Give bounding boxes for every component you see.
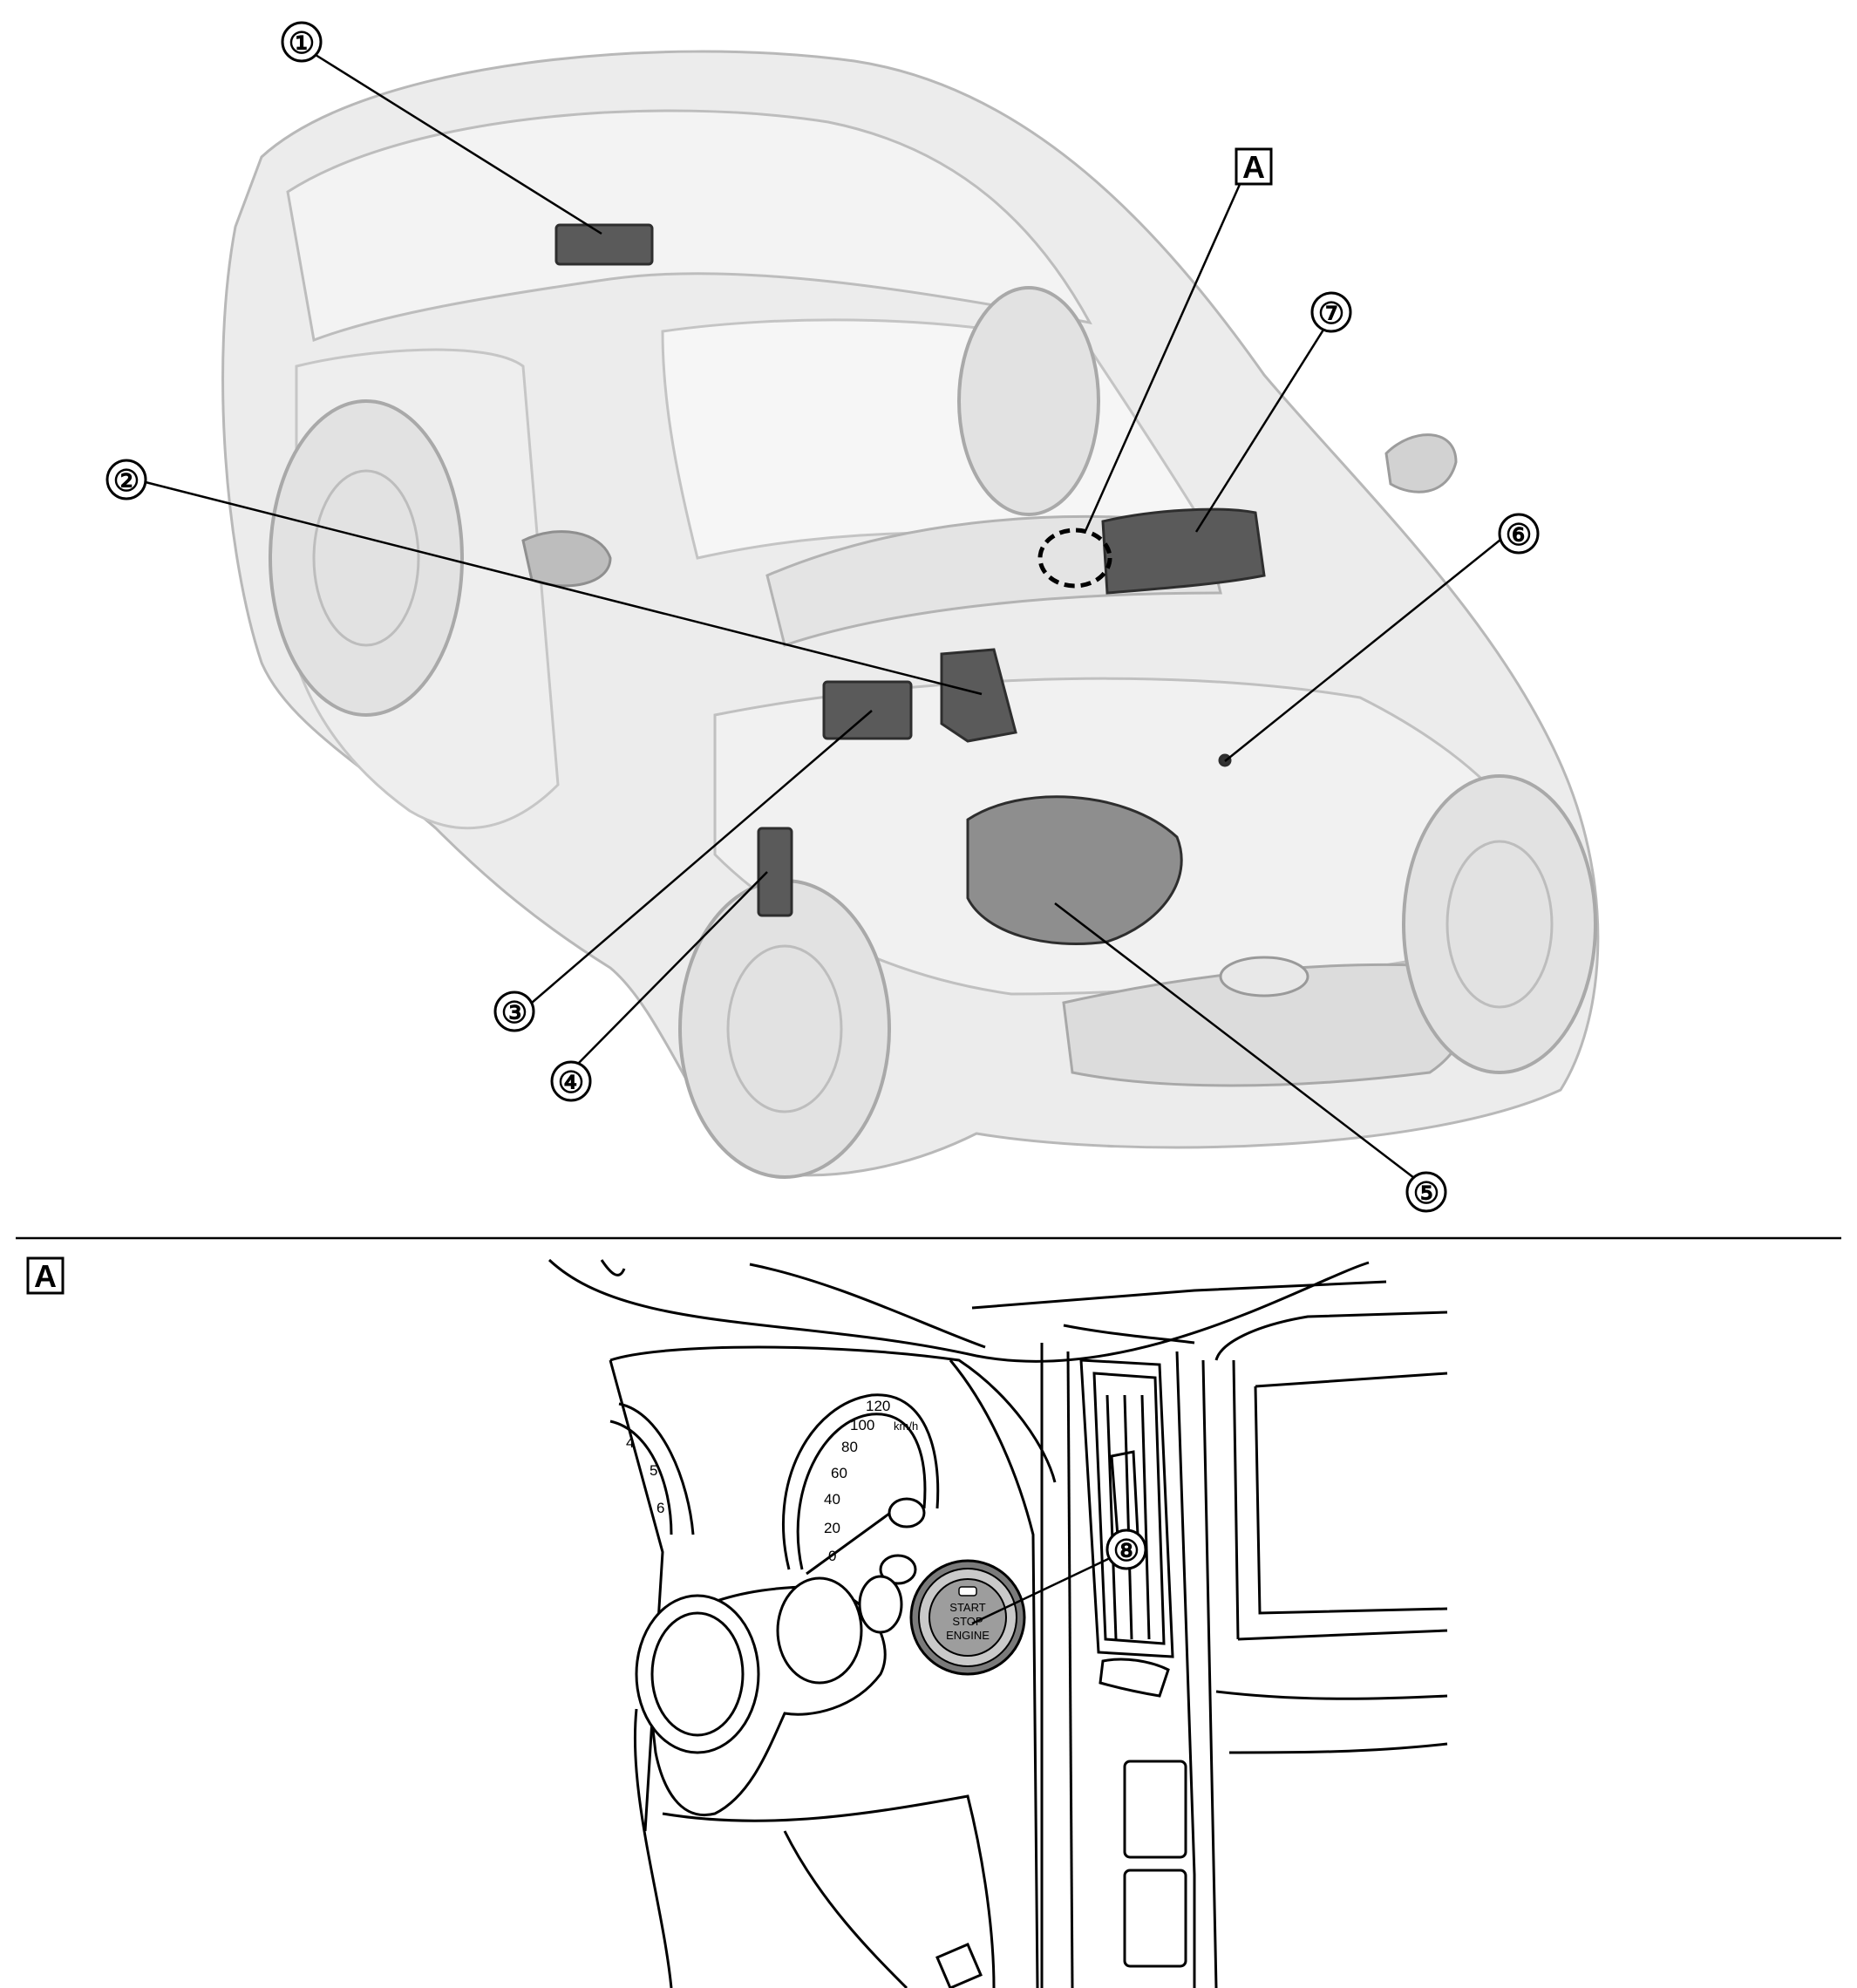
components [554,223,1266,945]
detail-a-label-top: A [1235,147,1273,186]
callout-7: ⑦ [1310,291,1352,333]
svg-text:A: A [34,1258,57,1294]
detail-a-highlight [1037,528,1112,589]
svg-text:⑧: ⑧ [1113,1535,1139,1568]
svg-text:⑦: ⑦ [1318,297,1344,330]
callout-4: ④ [550,1060,592,1102]
vehicle-illustration [221,50,1600,1179]
component-5 [966,795,1183,945]
svg-text:⑥: ⑥ [1506,519,1532,552]
svg-text:120: 120 [866,1398,890,1414]
component-2 [940,648,1017,743]
svg-text:100: 100 [850,1417,874,1433]
callout-1: ① [281,21,323,63]
component-3 [822,680,913,740]
component-7 [1101,507,1266,595]
callout-5: ⑤ [1405,1171,1447,1213]
svg-text:③: ③ [501,997,527,1030]
callout-8: ⑧ [1105,1528,1147,1570]
svg-text:6: 6 [656,1500,664,1516]
detail-a-illustration [548,1258,1448,1988]
push-button-ignition: START STOP ENGINE [909,1559,1026,1676]
leader-lines [141,53,1506,1181]
svg-text:START: START [949,1601,985,1614]
svg-text:0: 0 [828,1548,836,1564]
component-4 [757,827,793,917]
component-1 [554,223,654,266]
callout-6: ⑥ [1498,513,1540,555]
callout-2: ② [105,459,147,500]
emblem [1219,956,1309,997]
leader-line-8 [971,1556,1111,1625]
svg-text:40: 40 [824,1491,840,1508]
detail-a-label-bottom: A [26,1256,65,1295]
svg-text:5: 5 [650,1462,657,1479]
svg-text:STOP: STOP [952,1615,983,1628]
svg-text:②: ② [113,465,139,498]
svg-text:4: 4 [626,1434,634,1451]
svg-text:①: ① [289,27,315,60]
callout-markers: ① ② ③ ④ ⑤ ⑥ ⑦ [105,21,1540,1213]
car-roof [286,109,1092,343]
svg-text:⑤: ⑤ [1413,1177,1439,1210]
svg-text:km/h: km/h [894,1420,918,1433]
svg-text:80: 80 [841,1439,858,1455]
mirror-right [1384,433,1458,494]
svg-text:20: 20 [824,1520,840,1536]
speedometer-scale: 120 100 80 60 40 20 0 km/h [824,1398,918,1564]
svg-text:ENGINE: ENGINE [946,1629,990,1642]
svg-text:60: 60 [831,1465,847,1481]
callout-3: ③ [493,991,535,1032]
tachometer-scale: 4 5 6 [626,1434,664,1516]
wheels [269,286,1597,1179]
svg-text:④: ④ [558,1066,584,1100]
svg-text:A: A [1242,149,1265,185]
wheel-spokes [312,469,1554,1113]
